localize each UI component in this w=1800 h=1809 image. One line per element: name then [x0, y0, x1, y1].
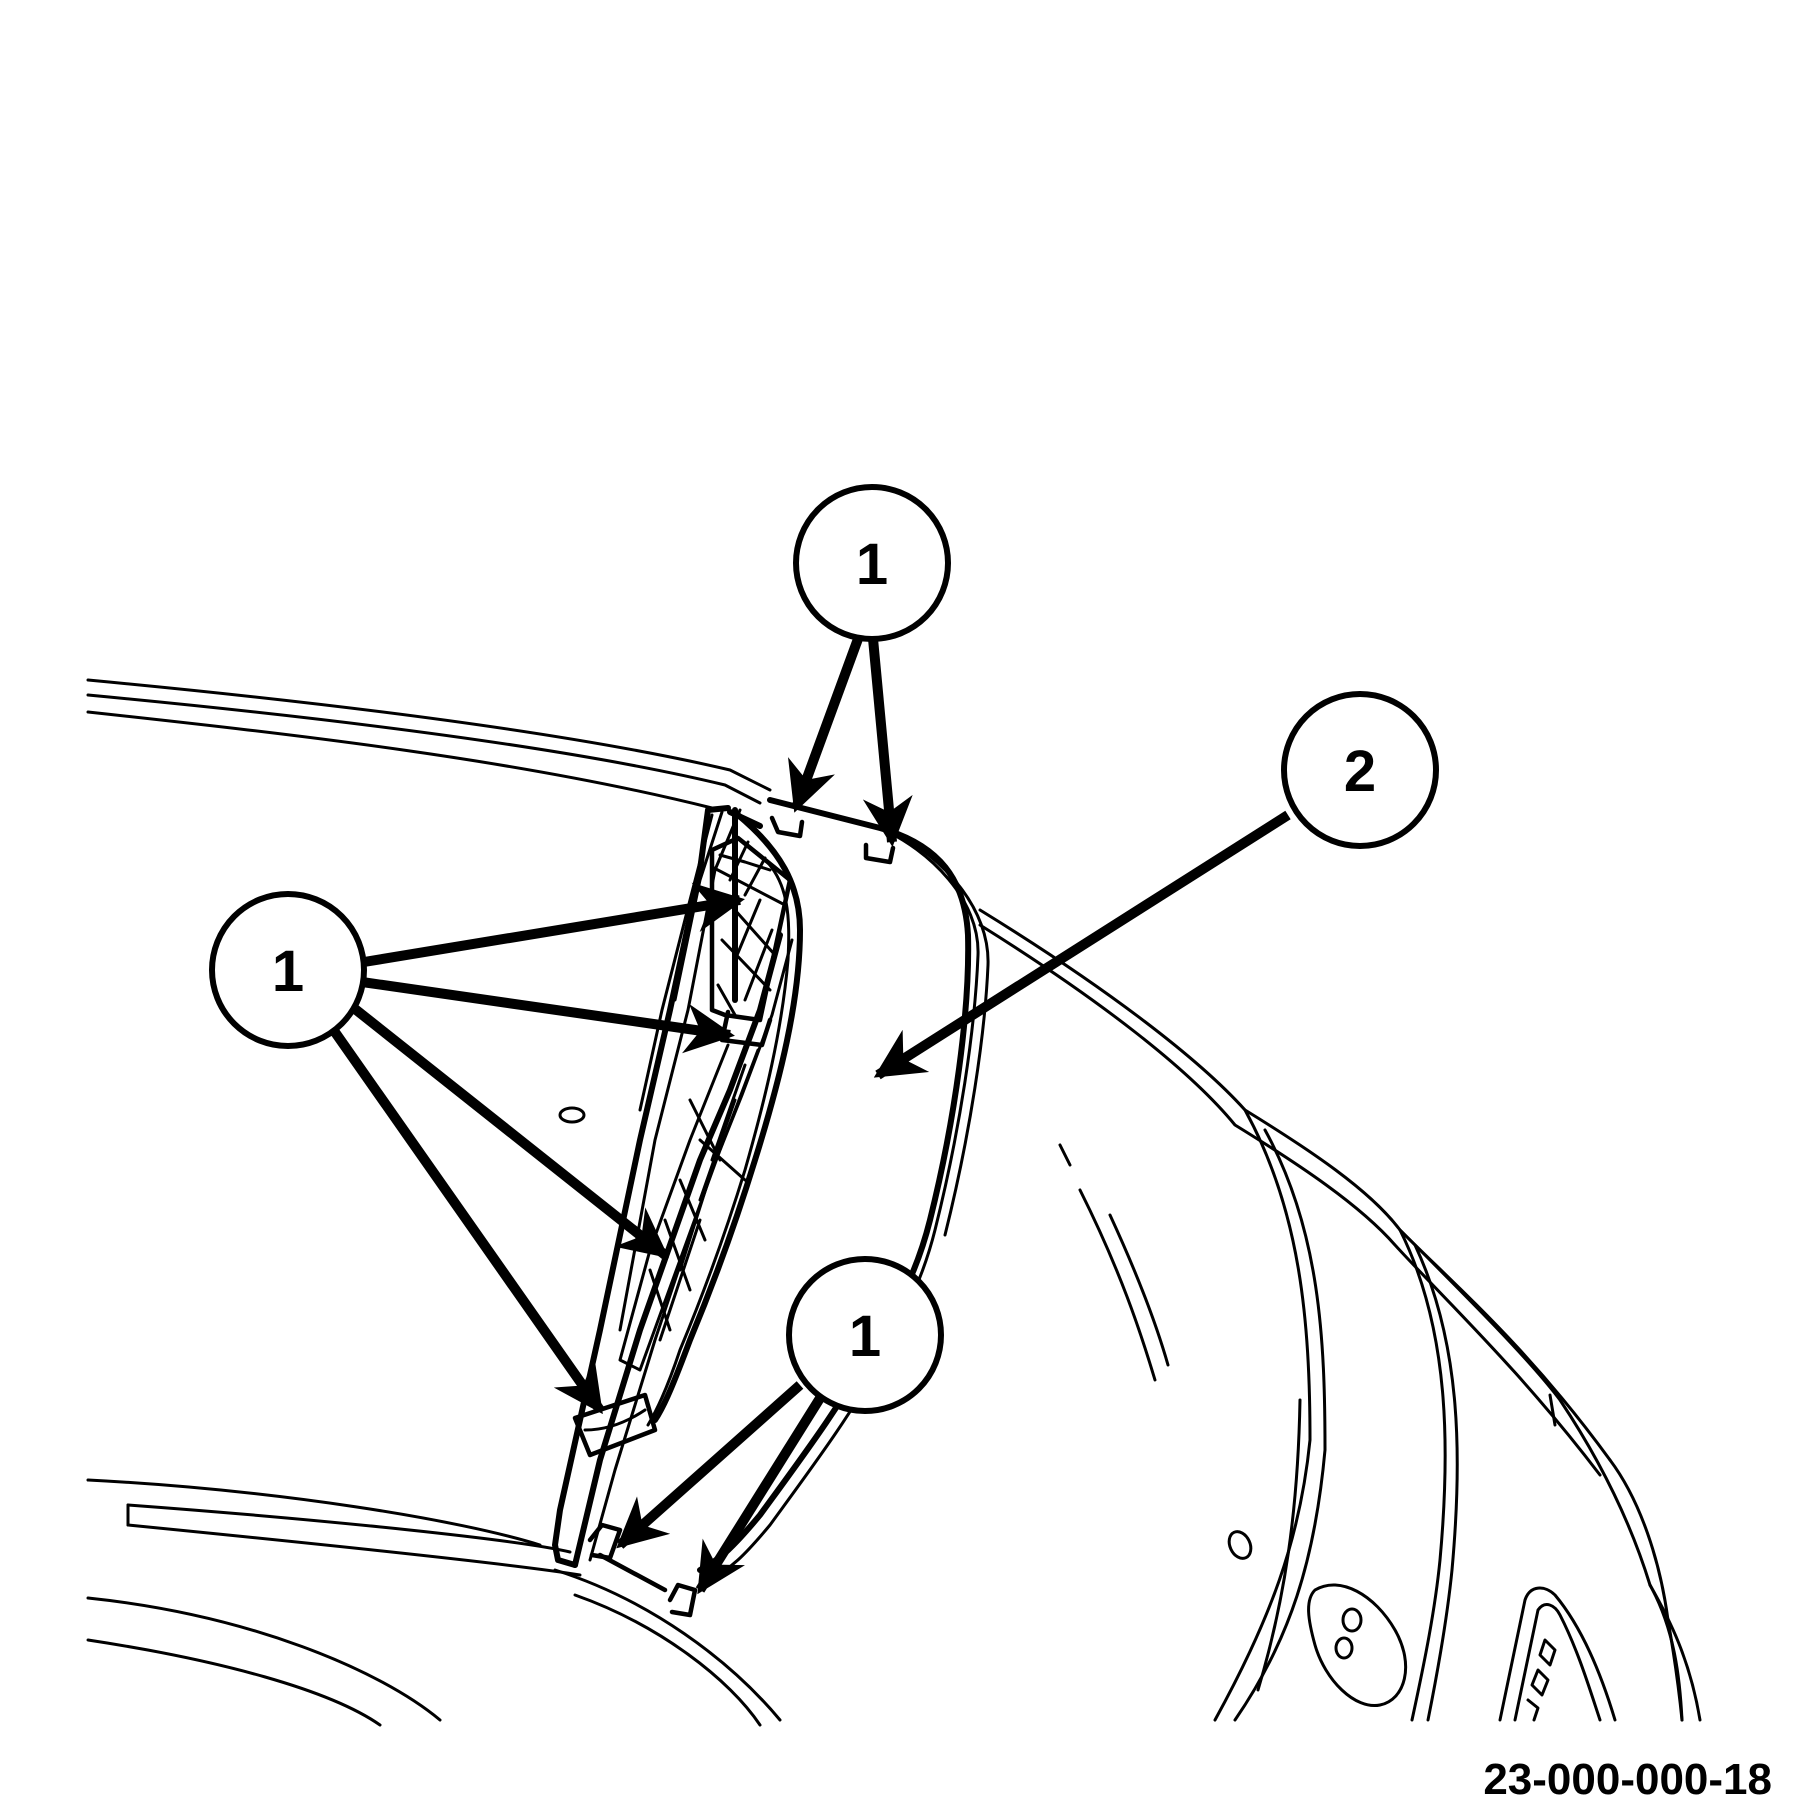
callout-1-top: 1: [793, 484, 951, 642]
rear-quarter-lines: [558, 908, 1702, 1722]
roof-panel-lines: [86, 678, 772, 810]
fuel-door: [1307, 1583, 1408, 1708]
figure-id-label: 23-000-000-18: [1483, 1755, 1772, 1804]
retainer-mesh-lower: [618, 1043, 760, 1372]
retainer-clips: [572, 815, 896, 1618]
callout-1-left: 1: [209, 891, 367, 1049]
callout-1-bottom: 1: [786, 1256, 944, 1414]
callout-1-bottom-number: 1: [849, 1304, 881, 1369]
callout-1-top-number: 1: [856, 532, 888, 597]
pillar-trim-panel: [646, 797, 990, 1582]
callout-2-number: 2: [1344, 739, 1376, 804]
callout-1-left-number: 1: [272, 939, 304, 1004]
taillamp-detail: [1498, 1586, 1617, 1722]
lower-body-lines: [86, 1478, 782, 1727]
leader-arrows: [325, 626, 1291, 1595]
callout-2: 2: [1281, 691, 1439, 849]
retainer-mesh-upper: [709, 835, 793, 1048]
